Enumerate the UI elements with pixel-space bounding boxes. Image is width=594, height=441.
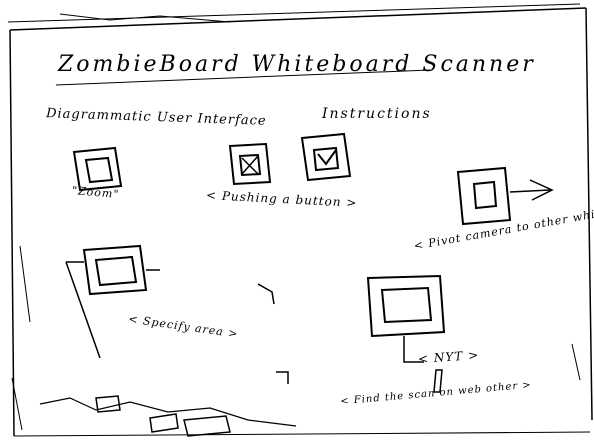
whiteboard-title: ZombieBoard Whiteboard Scanner — [58, 52, 536, 77]
zoom-button-icon — [74, 148, 121, 190]
push-button-icon — [230, 144, 270, 184]
subheading-instructions: Instructions — [322, 106, 432, 122]
checked-button-icon — [302, 134, 350, 180]
specify-area-icon — [66, 246, 288, 384]
scan-target-icon — [368, 276, 444, 392]
pivot-camera-icon — [458, 168, 552, 224]
